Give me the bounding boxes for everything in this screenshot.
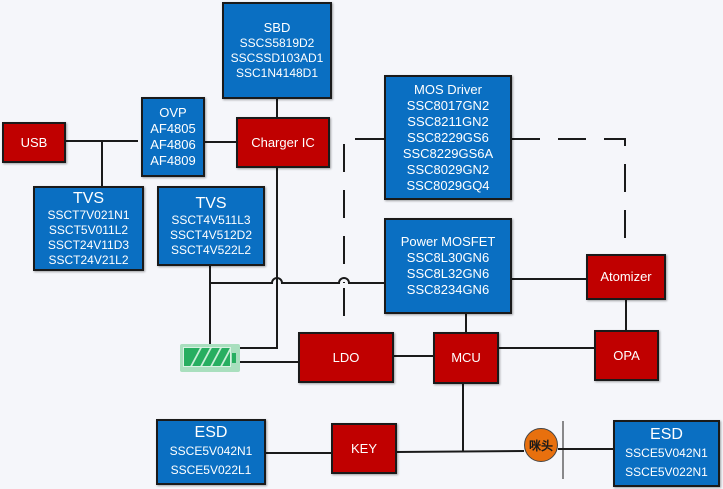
power-mosfet-part: SSC8L30GN6 xyxy=(406,250,490,265)
opa-block: OPA xyxy=(594,330,659,381)
connector-label: 咪头 xyxy=(528,438,553,453)
esd-title: ESD xyxy=(194,424,228,441)
dashed-mosdriver-atomizer xyxy=(512,138,626,254)
tvs-part: SSCT24V21L2 xyxy=(48,252,129,267)
sbd-part: SSCS5819D2 xyxy=(239,36,315,50)
ovp-block: OVP AF4805 AF4806 AF4809 xyxy=(141,97,205,177)
sbd-title: SBD xyxy=(263,20,291,35)
tvs-part: SSCT24V11D3 xyxy=(47,237,130,252)
tvs-block-1: TVS SSCT7V021N1 SSCT5V011L2 SSCT24V11D3 … xyxy=(33,186,144,271)
charger-ic-title: Charger IC xyxy=(251,134,315,150)
mos-driver-block: MOS Driver SSC8017GN2 SSC8211GN2 SSC8229… xyxy=(384,75,512,200)
wire-charger-battery xyxy=(240,166,278,349)
tvs-block-2: TVS SSCT4V511L3 SSCT4V512D2 SSCT4V522L2 xyxy=(157,186,265,266)
opa-title: OPA xyxy=(613,347,640,363)
mos-driver-part: SSC8229GS6A xyxy=(402,145,494,161)
esd-title: ESD xyxy=(650,425,683,443)
mos-driver-part: SSC8029GN2 xyxy=(406,161,490,177)
mos-driver-part: SSC8029GQ4 xyxy=(406,177,490,193)
tvs-part: SSCT4V522L2 xyxy=(170,242,252,257)
esd-part: SSCE5V042N1 xyxy=(625,445,708,460)
sbd-block: SBD SSCS5819D2 SSCSSD103AD1 SSC1N4148D1 xyxy=(222,2,332,99)
tvs-part: SSCT5V011L2 xyxy=(48,222,129,237)
tvs-part: SSCT4V511L3 xyxy=(171,212,251,227)
tvs-part: SSCT4V512D2 xyxy=(169,227,253,242)
atomizer-title: Atomizer xyxy=(600,269,652,284)
esd-block-1: ESD SSCE5V042N1 SSCE5V022L1 xyxy=(156,419,266,485)
tvs-title: TVS xyxy=(195,194,227,212)
sbd-part: SSC1N4148D1 xyxy=(235,66,319,80)
tvs-title: TVS xyxy=(72,189,105,207)
ovp-title: OVP xyxy=(159,105,187,120)
battery-body xyxy=(183,347,231,367)
mcu-title: MCU xyxy=(451,350,481,365)
atomizer-block: Atomizer xyxy=(586,254,666,300)
power-mosfet-block: Power MOSFET SSC8L30GN6 SSC8L32GN6 SSC82… xyxy=(384,218,512,314)
power-mosfet-part: SSC8L32GN6 xyxy=(406,266,490,281)
microphone-connector: 咪头 xyxy=(524,428,558,462)
key-block: KEY xyxy=(331,423,397,474)
battery-terminal xyxy=(232,353,236,363)
charger-ic-block: Charger IC xyxy=(236,117,330,168)
wire-key-connector xyxy=(395,450,525,453)
ldo-title: LDO xyxy=(332,349,360,365)
esd-part: SSCE5V022L1 xyxy=(170,463,252,477)
ovp-part: AF4809 xyxy=(150,153,196,168)
ovp-part: AF4805 xyxy=(150,121,196,136)
mos-driver-part: SSC8017GN2 xyxy=(406,97,490,113)
esd-part: SSCE5V042N1 xyxy=(169,444,253,458)
power-mosfet-part: SSC8234GN6 xyxy=(406,282,490,297)
sbd-part: SSCSSD103AD1 xyxy=(230,51,324,65)
mos-driver-title: MOS Driver xyxy=(414,81,482,97)
esd-block-2: ESD SSCE5V042N1 SSCE5V022N1 xyxy=(613,420,720,487)
key-title: KEY xyxy=(350,440,377,456)
ovp-part: AF4806 xyxy=(150,137,196,152)
battery-icon xyxy=(180,344,240,372)
mos-driver-part: SSC8229GS6 xyxy=(407,129,489,145)
wire-power-rail xyxy=(210,277,386,284)
mos-driver-part: SSC8211GN2 xyxy=(407,113,489,129)
usb-title: USB xyxy=(20,134,48,150)
tvs-part: SSCT7V021N1 xyxy=(47,207,130,222)
mcu-block: MCU xyxy=(433,332,499,384)
usb-block: USB xyxy=(2,122,66,163)
ldo-block: LDO xyxy=(298,332,394,383)
power-mosfet-title: Power MOSFET xyxy=(400,234,496,249)
esd-part: SSCE5V022N1 xyxy=(625,464,708,479)
